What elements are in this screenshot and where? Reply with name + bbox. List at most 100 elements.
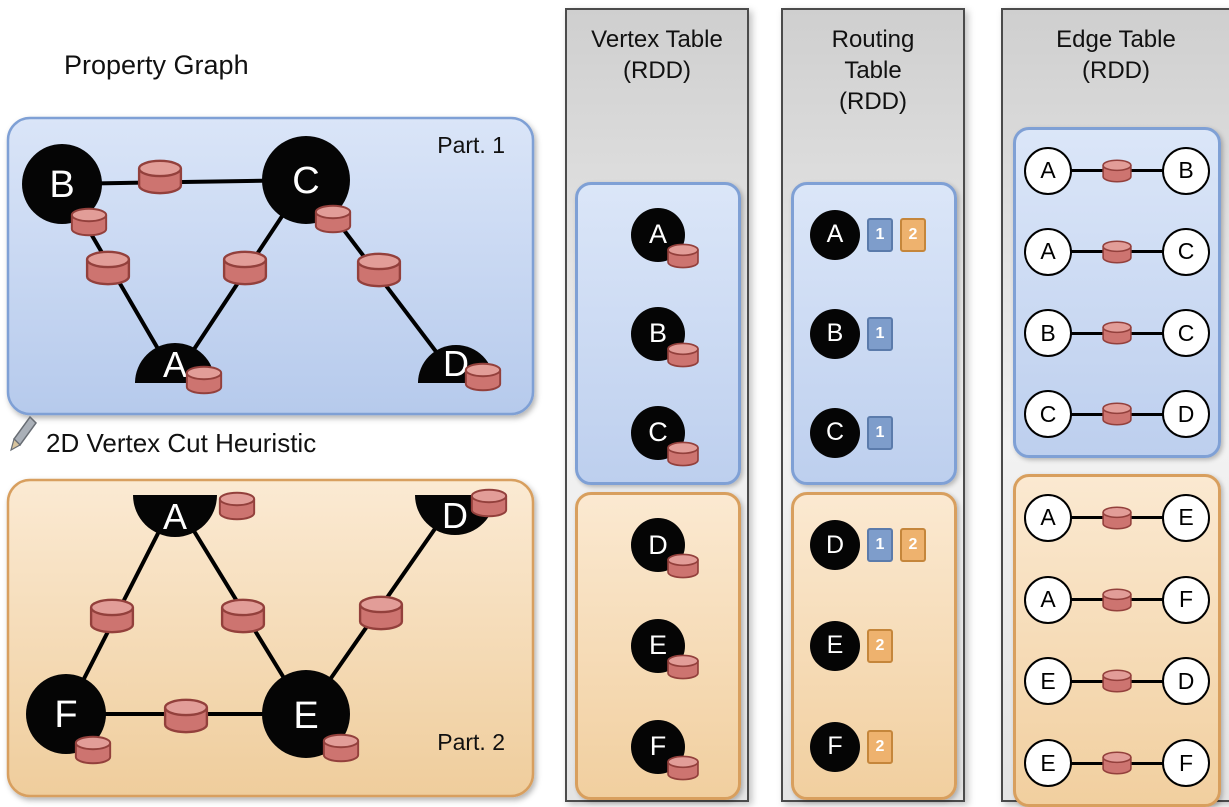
edge-dst-vertex: F xyxy=(1162,575,1210,624)
edge-property-icon xyxy=(163,698,209,734)
vertex-label: A xyxy=(1040,157,1056,184)
database-icon xyxy=(1102,506,1132,530)
vertex-property-icon xyxy=(314,204,352,234)
routing-badge-part1: 1 xyxy=(867,528,893,563)
edge-dst-vertex: B xyxy=(1162,146,1210,195)
routing-badge-part1: 1 xyxy=(867,316,893,351)
vertex-label: E xyxy=(1040,667,1056,694)
vertex-d-label: D xyxy=(442,495,468,536)
database-icon xyxy=(667,654,699,680)
routing-badge-part1: 1 xyxy=(867,415,893,450)
vertex-label: F xyxy=(649,731,667,762)
edge-table-partition1-box: A B A C B C C D xyxy=(1013,127,1221,458)
edge-dst-vertex: D xyxy=(1162,657,1210,706)
vertex-label: C xyxy=(648,417,668,447)
edge-dst-vertex: F xyxy=(1162,739,1210,788)
routing-table-partition2-box: D 1 2 E 2 F 2 xyxy=(791,492,957,800)
vertex-table-partition2-box: D E F xyxy=(575,492,741,800)
vertex-table-item: B xyxy=(631,306,699,367)
routing-table-row: D 1 2 xyxy=(794,520,954,571)
routing-table-panel: Routing Table (RDD) A 1 2 B 1 C 1 D 1 2 xyxy=(781,8,965,802)
vertex-label: F xyxy=(827,732,843,761)
routing-table-row: A 1 2 xyxy=(794,209,954,260)
routing-table-row: C 1 xyxy=(794,407,954,458)
database-icon xyxy=(1102,402,1132,426)
vertex-label: B xyxy=(826,319,844,347)
vertex-a-part2-half xyxy=(133,495,217,537)
edge-dst-vertex: E xyxy=(1162,493,1210,542)
vertex-f-part2 xyxy=(26,674,106,754)
routing-badge-part2: 2 xyxy=(867,628,893,663)
edge-table-partition2-box: A E A F E D E F xyxy=(1013,474,1221,807)
database-icon xyxy=(1102,669,1132,693)
vertex-label: B xyxy=(1040,319,1056,346)
vertex-table-item: F xyxy=(631,719,699,781)
edge-table-row: A B xyxy=(1016,146,1218,195)
vertex-circle: D xyxy=(631,518,685,573)
vertex-table-item: A xyxy=(631,207,699,268)
edge-src-vertex: A xyxy=(1024,146,1072,195)
vertex-circle: B xyxy=(810,308,860,359)
routing-table-title: Routing Table (RDD) xyxy=(831,26,915,116)
database-icon xyxy=(667,243,699,268)
vertex-e-label: E xyxy=(293,695,318,737)
vertex-label: C xyxy=(825,418,845,446)
partition1-box xyxy=(6,116,535,416)
vertex-label: D xyxy=(1177,667,1195,694)
vertex-property-icon xyxy=(218,491,256,521)
vertex-d-label: D xyxy=(443,343,469,384)
vertex-cut-heuristic-label: 2D Vertex Cut Heuristic xyxy=(46,428,316,458)
edge-src-vertex: E xyxy=(1024,657,1072,706)
edge-table-panel: Edge Table (RDD) A B A C B C xyxy=(1001,8,1229,807)
vertex-b-label: B xyxy=(49,164,74,206)
edge-table-row: B C xyxy=(1016,309,1218,358)
database-icon xyxy=(1102,588,1132,612)
edge-dst-vertex: C xyxy=(1162,227,1210,276)
vertex-label: D xyxy=(1177,400,1195,427)
edge-table-row: A E xyxy=(1016,493,1218,542)
database-icon xyxy=(1102,159,1132,183)
edge-src-vertex: B xyxy=(1024,309,1072,358)
vertex-label: A xyxy=(1040,586,1056,613)
vertex-label: B xyxy=(1178,157,1194,184)
vertex-label: A xyxy=(1040,504,1056,531)
routing-badge-part2: 2 xyxy=(900,217,926,252)
vertex-a-label: A xyxy=(163,344,187,385)
vertex-label: C xyxy=(1177,238,1195,265)
edge-property-icon xyxy=(356,252,402,288)
edge-property-icon xyxy=(222,250,268,286)
vertex-circle: D xyxy=(810,520,860,571)
pencil-icon xyxy=(10,415,37,452)
vertex-label: D xyxy=(648,529,668,560)
database-icon xyxy=(667,342,699,367)
vertex-property-icon xyxy=(464,362,502,392)
vertex-table-partition1-box: A B C xyxy=(575,182,741,485)
routing-badge-part1: 1 xyxy=(867,217,893,252)
vertex-property-icon xyxy=(70,207,108,237)
vertex-table-item: E xyxy=(631,618,699,680)
vertex-label: E xyxy=(1040,749,1056,776)
vertex-property-icon xyxy=(74,735,112,765)
vertex-circle: A xyxy=(810,209,860,260)
database-icon xyxy=(667,553,699,579)
vertex-label: D xyxy=(825,530,845,559)
edge-src-vertex: A xyxy=(1024,493,1072,542)
vertex-c-label: C xyxy=(292,160,319,202)
edge-property-icon xyxy=(358,595,404,631)
database-icon xyxy=(1102,321,1132,345)
database-icon xyxy=(667,755,699,781)
edge-property-icon xyxy=(89,598,135,634)
edge-property-icon xyxy=(220,598,266,634)
vertex-table-item: C xyxy=(631,405,699,466)
vertex-table-panel: Vertex Table (RDD) A B C D E xyxy=(565,8,749,802)
vertex-property-icon xyxy=(470,488,508,518)
vertex-f-label: F xyxy=(54,694,77,736)
routing-table-row: B 1 xyxy=(794,308,954,359)
vertex-label: B xyxy=(648,318,667,348)
partition1-label: Part. 1 xyxy=(437,132,505,158)
routing-badge-part2: 2 xyxy=(867,729,893,764)
vertex-b-part1 xyxy=(22,144,102,224)
property-graph-diagram: Property Graph Part. 1 B C A D xyxy=(6,50,535,798)
edge-dst-vertex: D xyxy=(1162,390,1210,439)
vertex-circle: C xyxy=(631,405,685,460)
